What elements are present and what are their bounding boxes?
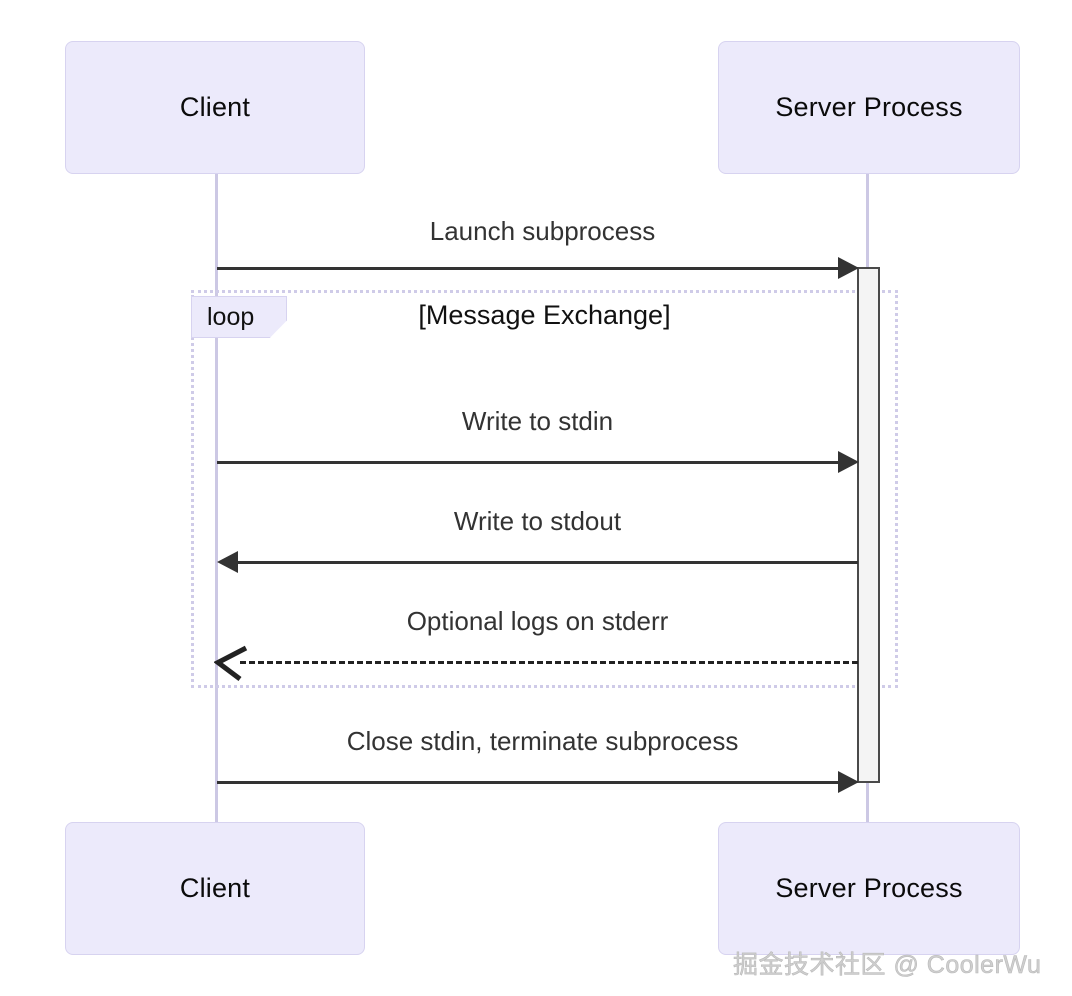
participant-client-bottom[interactable]: Client (65, 822, 365, 955)
arrowhead-left-icon (217, 551, 238, 573)
lifeline-client (215, 174, 218, 822)
message-line-launch-subprocess (217, 267, 845, 270)
loop-fragment-frame (191, 290, 898, 688)
message-line-close-stdin-terminate-subprocess (217, 781, 838, 784)
message-label-write-to-stdin: Write to stdin (461, 406, 614, 436)
loop-fragment-tag-label: loop (207, 302, 255, 331)
participant-server-top-label: Server Process (775, 92, 963, 122)
participant-client-bottom-label: Client (179, 873, 251, 903)
arrowhead-right-icon (838, 257, 859, 279)
arrowhead-open-left-icon (214, 645, 248, 681)
message-label-launch-subprocess: Launch subprocess (429, 216, 656, 246)
loop-fragment-tag: loop (191, 296, 287, 338)
message-label-close-stdin-terminate-subprocess: Close stdin, terminate subprocess (346, 726, 739, 756)
participant-server-bottom-label: Server Process (775, 873, 963, 903)
participant-client-top-label: Client (179, 92, 251, 122)
message-label-optional-logs-on-stderr: Optional logs on stderr (406, 606, 669, 636)
message-line-write-to-stdout (238, 561, 858, 564)
participant-server-bottom[interactable]: Server Process (718, 822, 1020, 955)
arrowhead-right-icon (838, 771, 859, 793)
message-line-optional-logs-on-stderr (240, 661, 858, 664)
message-line-write-to-stdin (217, 461, 838, 464)
loop-fragment-title: [Message Exchange] (418, 300, 671, 330)
message-label-write-to-stdout: Write to stdout (453, 506, 622, 536)
participant-client-top[interactable]: Client (65, 41, 365, 174)
participant-server-top[interactable]: Server Process (718, 41, 1020, 174)
server-activation-bar (857, 267, 880, 783)
arrowhead-right-icon (838, 451, 859, 473)
watermark-text: 掘金技术社区 @ CoolerWu (733, 951, 1042, 980)
